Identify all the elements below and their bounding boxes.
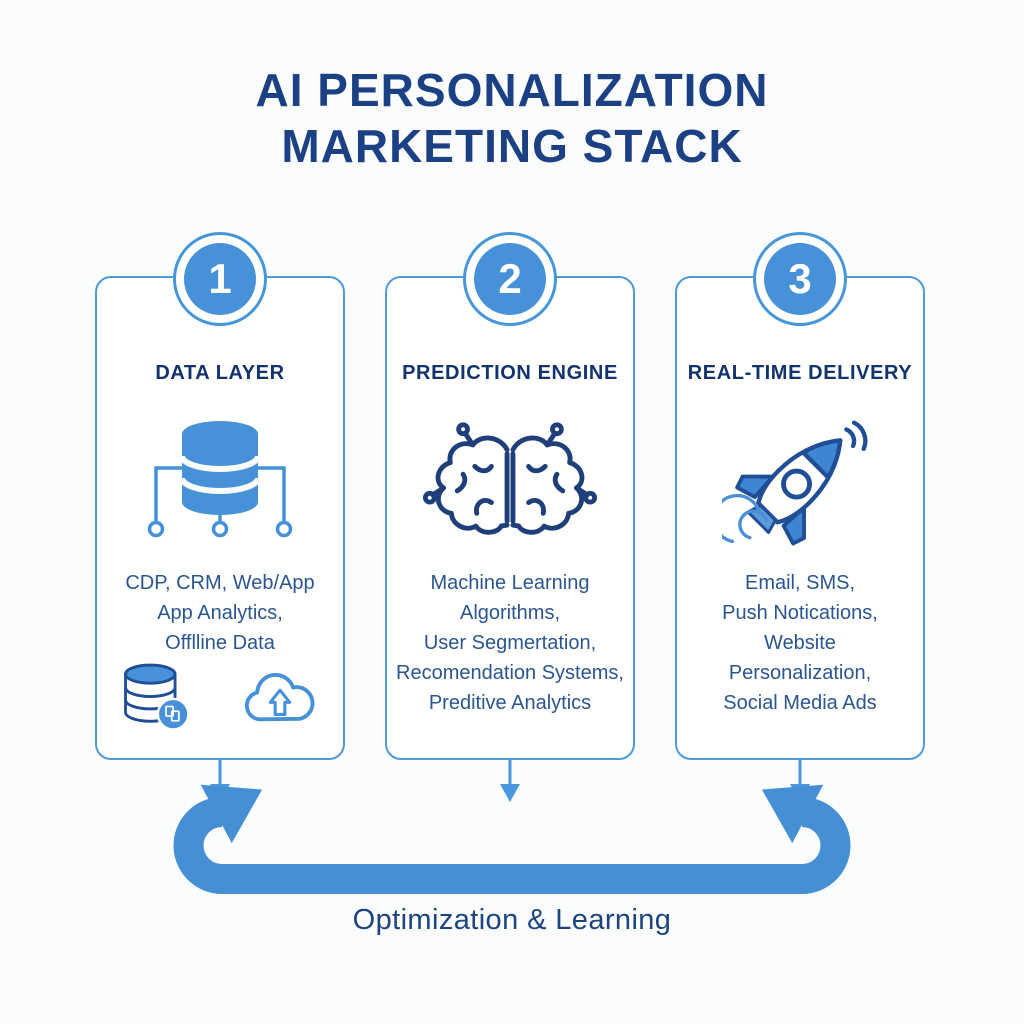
ai-brain-circuit-icon-svg — [422, 422, 598, 548]
database-sync-icon — [116, 658, 196, 741]
rocket-icon-svg — [722, 420, 868, 546]
step-2-badge: 2 — [463, 232, 557, 326]
exhaust-swirl-icon — [722, 493, 768, 544]
step-3-number: 3 — [764, 243, 836, 315]
card-2-title: PREDICTION ENGINE — [402, 362, 618, 384]
rocket-icon — [677, 408, 923, 560]
database-network-icon-svg — [147, 421, 293, 538]
card-data-layer: 1 DATA LAYER CDP, CRM, Web/App App Analy… — [95, 232, 345, 760]
card-prediction-engine: 2 PREDICTION ENGINE Machine Learning — [385, 232, 635, 760]
database-network-icon — [97, 408, 343, 560]
step-3-badge: 3 — [753, 232, 847, 326]
down-arrow-3 — [790, 758, 810, 802]
card-3-title: REAL-TIME DELIVERY — [687, 362, 913, 384]
signal-waves-icon — [844, 420, 868, 451]
card-2-description: Machine Learning Algorithms, User Segmer… — [396, 572, 624, 714]
card-1-description: CDP, CRM, Web/App App Analytics, Offllin… — [125, 572, 315, 654]
page-title: AI PERSONALIZATION MARKETING STACK — [0, 62, 1024, 174]
feedback-loop-arrow — [173, 784, 851, 894]
card-1-title: DATA LAYER — [155, 362, 285, 384]
step-1-number: 1 — [184, 243, 256, 315]
loop-label: Optimization & Learning — [352, 904, 672, 936]
ai-brain-circuit-icon — [387, 408, 633, 560]
card-1-sub-icons — [97, 658, 343, 741]
step-1-badge: 1 — [173, 232, 267, 326]
down-arrow-2 — [500, 758, 520, 802]
cloud-upload-icon — [236, 665, 324, 734]
card-3-description: Email, SMS, Push Notications, Website Pe… — [722, 572, 878, 714]
step-2-number: 2 — [474, 243, 546, 315]
page-title-line-2: MARKETING STACK — [281, 120, 743, 173]
down-arrow-1 — [210, 758, 230, 802]
card-real-time-delivery: 3 REAL-TIME DELIVERY — [675, 232, 925, 760]
page-title-line-1: AI PERSONALIZATION — [255, 64, 769, 116]
